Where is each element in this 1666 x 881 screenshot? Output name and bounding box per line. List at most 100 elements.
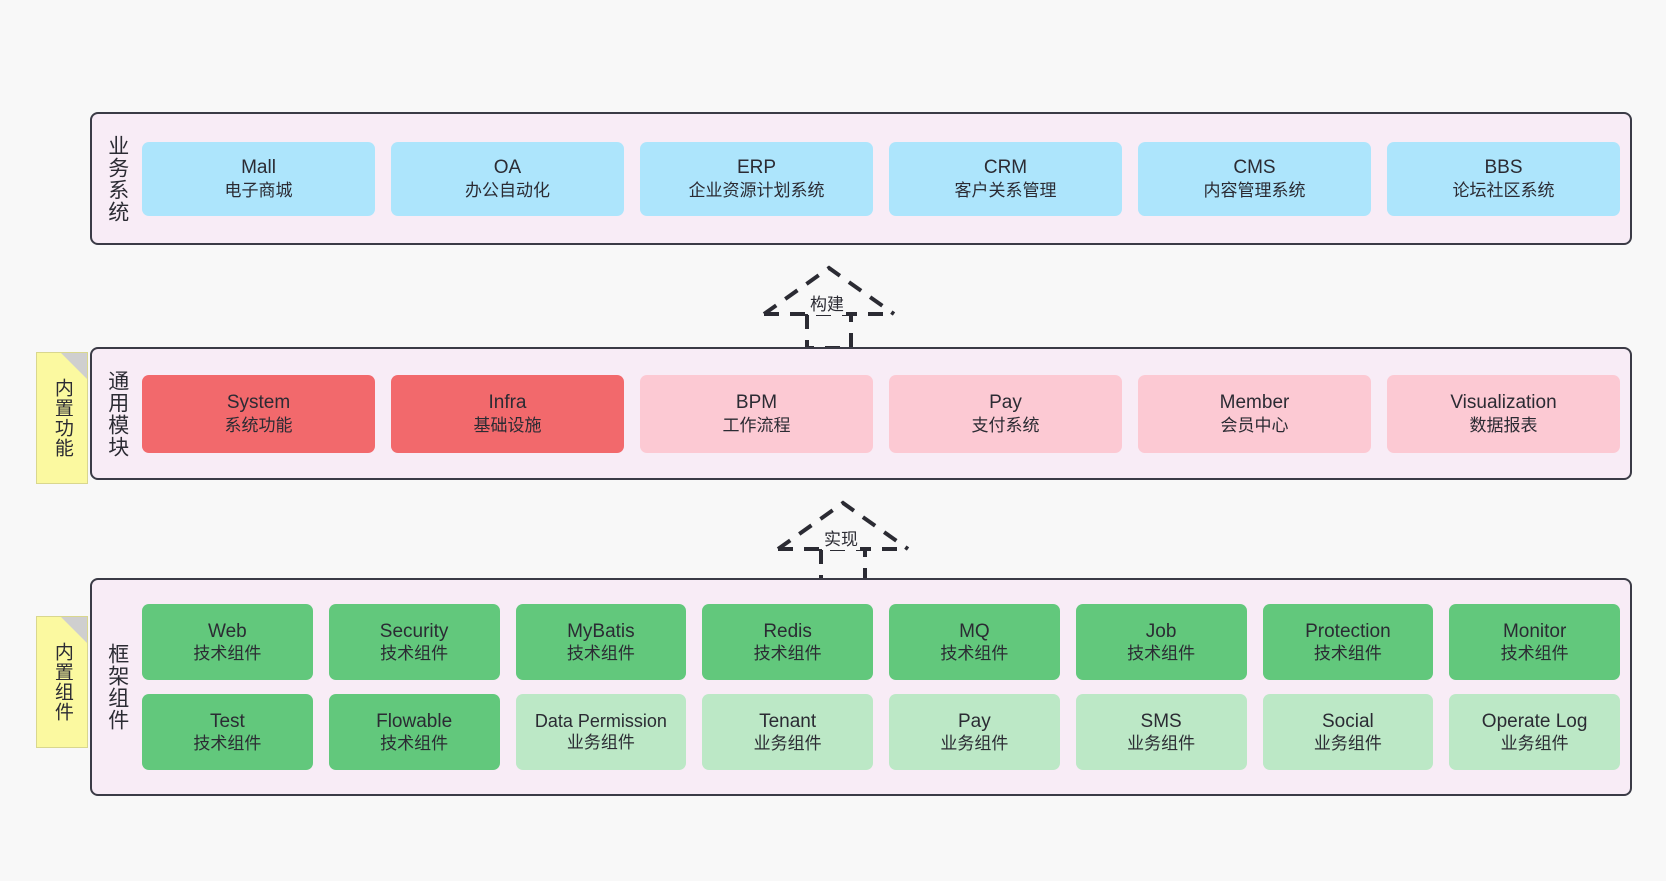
node-system[interactable]: System 系统功能	[142, 374, 375, 453]
node-mq[interactable]: MQ 技术组件	[889, 604, 1060, 680]
node-infra-title: Infra	[488, 392, 527, 414]
layer-framework-component: 框架组件 Web 技术组件 Security 技术组件 MyBatis 技术组件…	[90, 578, 1632, 796]
node-pay-module[interactable]: Pay 支付系统	[889, 374, 1122, 453]
node-job[interactable]: Job 技术组件	[1075, 604, 1247, 680]
layer-business-system: 业务系统 Mall 电子商城 OA 办公自动化 ERP 企业资源计划系统 CRM…	[90, 112, 1632, 245]
node-redis-subtitle: 技术组件	[753, 644, 822, 664]
node-data-permission[interactable]: Data Permission 业务组件	[515, 694, 687, 770]
node-redis-title: Redis	[763, 620, 812, 642]
node-job-title: Job	[1145, 620, 1177, 642]
node-test-title: Test	[209, 710, 245, 732]
note-fold-corner-icon	[61, 617, 87, 643]
node-job-subtitle: 技术组件	[1127, 644, 1196, 664]
node-bbs-title: BBS	[1484, 157, 1523, 179]
node-cms-title: CMS	[1233, 157, 1276, 179]
node-system-title: System	[226, 392, 291, 414]
note-builtin-component: 内置组件	[36, 616, 88, 748]
node-web[interactable]: Web 技术组件	[142, 604, 313, 680]
node-tenant[interactable]: Tenant 业务组件	[702, 694, 873, 770]
node-monitor[interactable]: Monitor 技术组件	[1449, 604, 1620, 680]
node-pay-module-title: Pay	[989, 392, 1022, 414]
note-builtin-function-label: 内置功能	[51, 378, 73, 458]
node-oa[interactable]: OA 办公自动化	[391, 141, 624, 216]
node-visualization-title: Visualization	[1450, 392, 1557, 414]
connector-implement-label: 实现	[822, 525, 860, 550]
node-visualization[interactable]: Visualization 数据报表	[1387, 374, 1620, 453]
node-mall[interactable]: Mall 电子商城	[142, 141, 375, 216]
node-system-subtitle: 系统功能	[224, 415, 293, 435]
node-bbs[interactable]: BBS 论坛社区系统	[1387, 141, 1620, 216]
node-visualization-subtitle: 数据报表	[1469, 415, 1538, 435]
node-test[interactable]: Test 技术组件	[142, 694, 313, 770]
node-erp[interactable]: ERP 企业资源计划系统	[640, 141, 873, 216]
connector-build-label: 构建	[808, 290, 846, 315]
node-pay-component[interactable]: Pay 业务组件	[889, 694, 1060, 770]
node-tenant-subtitle: 业务组件	[753, 734, 822, 754]
node-redis[interactable]: Redis 技术组件	[702, 604, 873, 680]
node-protection-subtitle: 技术组件	[1313, 644, 1382, 664]
node-protection[interactable]: Protection 技术组件	[1262, 604, 1434, 680]
node-protection-title: Protection	[1305, 620, 1391, 642]
node-flowable-title: Flowable	[376, 710, 453, 732]
node-bbs-subtitle: 论坛社区系统	[1452, 180, 1555, 200]
node-web-subtitle: 技术组件	[193, 644, 262, 664]
node-monitor-title: Monitor	[1502, 620, 1567, 642]
framework-component-row-tech: Web 技术组件 Security 技术组件 MyBatis 技术组件 Redi…	[142, 604, 1620, 680]
node-oa-title: OA	[493, 157, 522, 179]
layer-common-module: 通用模块 System 系统功能 Infra 基础设施 BPM 工作流程 Pay…	[90, 347, 1632, 480]
node-mybatis-subtitle: 技术组件	[566, 644, 635, 664]
node-operate-log-subtitle: 业务组件	[1500, 734, 1569, 754]
node-crm[interactable]: CRM 客户关系管理	[889, 141, 1122, 216]
node-erp-subtitle: 企业资源计划系统	[688, 180, 825, 200]
node-web-title: Web	[208, 620, 247, 642]
node-mybatis-title: MyBatis	[567, 620, 635, 642]
node-mybatis[interactable]: MyBatis 技术组件	[515, 604, 687, 680]
common-module-row: System 系统功能 Infra 基础设施 BPM 工作流程 Pay 支付系统…	[142, 374, 1620, 453]
node-member-title: Member	[1219, 392, 1290, 414]
layer-body-business-system: Mall 电子商城 OA 办公自动化 ERP 企业资源计划系统 CRM 客户关系…	[142, 114, 1630, 243]
node-pay-component-title: Pay	[958, 710, 991, 732]
node-social-subtitle: 业务组件	[1313, 734, 1382, 754]
node-mall-subtitle: 电子商城	[224, 180, 293, 200]
node-social[interactable]: Social 业务组件	[1262, 694, 1434, 770]
node-monitor-subtitle: 技术组件	[1500, 644, 1569, 664]
note-fold-corner-icon	[61, 353, 87, 379]
note-builtin-function: 内置功能	[36, 352, 88, 484]
node-member-subtitle: 会员中心	[1220, 415, 1289, 435]
node-security[interactable]: Security 技术组件	[328, 604, 500, 680]
node-infra[interactable]: Infra 基础设施	[391, 374, 624, 453]
node-bpm[interactable]: BPM 工作流程	[640, 374, 873, 453]
node-sms-subtitle: 业务组件	[1127, 734, 1196, 754]
node-sms-title: SMS	[1140, 710, 1182, 732]
layer-body-framework-component: Web 技术组件 Security 技术组件 MyBatis 技术组件 Redi…	[142, 580, 1630, 794]
node-cms[interactable]: CMS 内容管理系统	[1138, 141, 1371, 216]
node-mall-title: Mall	[241, 157, 276, 179]
layer-title-common-module: 通用模块	[105, 369, 129, 458]
node-security-subtitle: 技术组件	[380, 644, 449, 664]
node-crm-title: CRM	[983, 157, 1028, 179]
node-flowable[interactable]: Flowable 技术组件	[328, 694, 500, 770]
node-data-permission-subtitle: 业务组件	[566, 733, 635, 753]
node-pay-component-subtitle: 业务组件	[940, 734, 1009, 754]
node-cms-subtitle: 内容管理系统	[1203, 180, 1306, 200]
node-operate-log[interactable]: Operate Log 业务组件	[1449, 694, 1620, 770]
node-bpm-title: BPM	[735, 392, 778, 414]
node-mq-title: MQ	[959, 620, 990, 642]
layer-title-business-system: 业务系统	[105, 134, 129, 223]
node-tenant-title: Tenant	[759, 710, 817, 732]
node-data-permission-title: Data Permission	[534, 710, 667, 731]
node-flowable-subtitle: 技术组件	[380, 734, 449, 754]
node-member[interactable]: Member 会员中心	[1138, 374, 1371, 453]
node-pay-module-subtitle: 支付系统	[971, 415, 1040, 435]
node-social-title: Social	[1322, 710, 1374, 732]
node-infra-subtitle: 基础设施	[473, 415, 542, 435]
node-sms[interactable]: SMS 业务组件	[1075, 694, 1247, 770]
node-operate-log-title: Operate Log	[1481, 710, 1588, 732]
node-test-subtitle: 技术组件	[193, 734, 262, 754]
node-security-title: Security	[379, 620, 449, 642]
node-erp-title: ERP	[736, 157, 777, 179]
business-system-row: Mall 电子商城 OA 办公自动化 ERP 企业资源计划系统 CRM 客户关系…	[142, 141, 1620, 216]
note-builtin-component-label: 内置组件	[51, 642, 73, 722]
connector-implement: 实现	[774, 497, 924, 585]
node-mq-subtitle: 技术组件	[940, 644, 1009, 664]
